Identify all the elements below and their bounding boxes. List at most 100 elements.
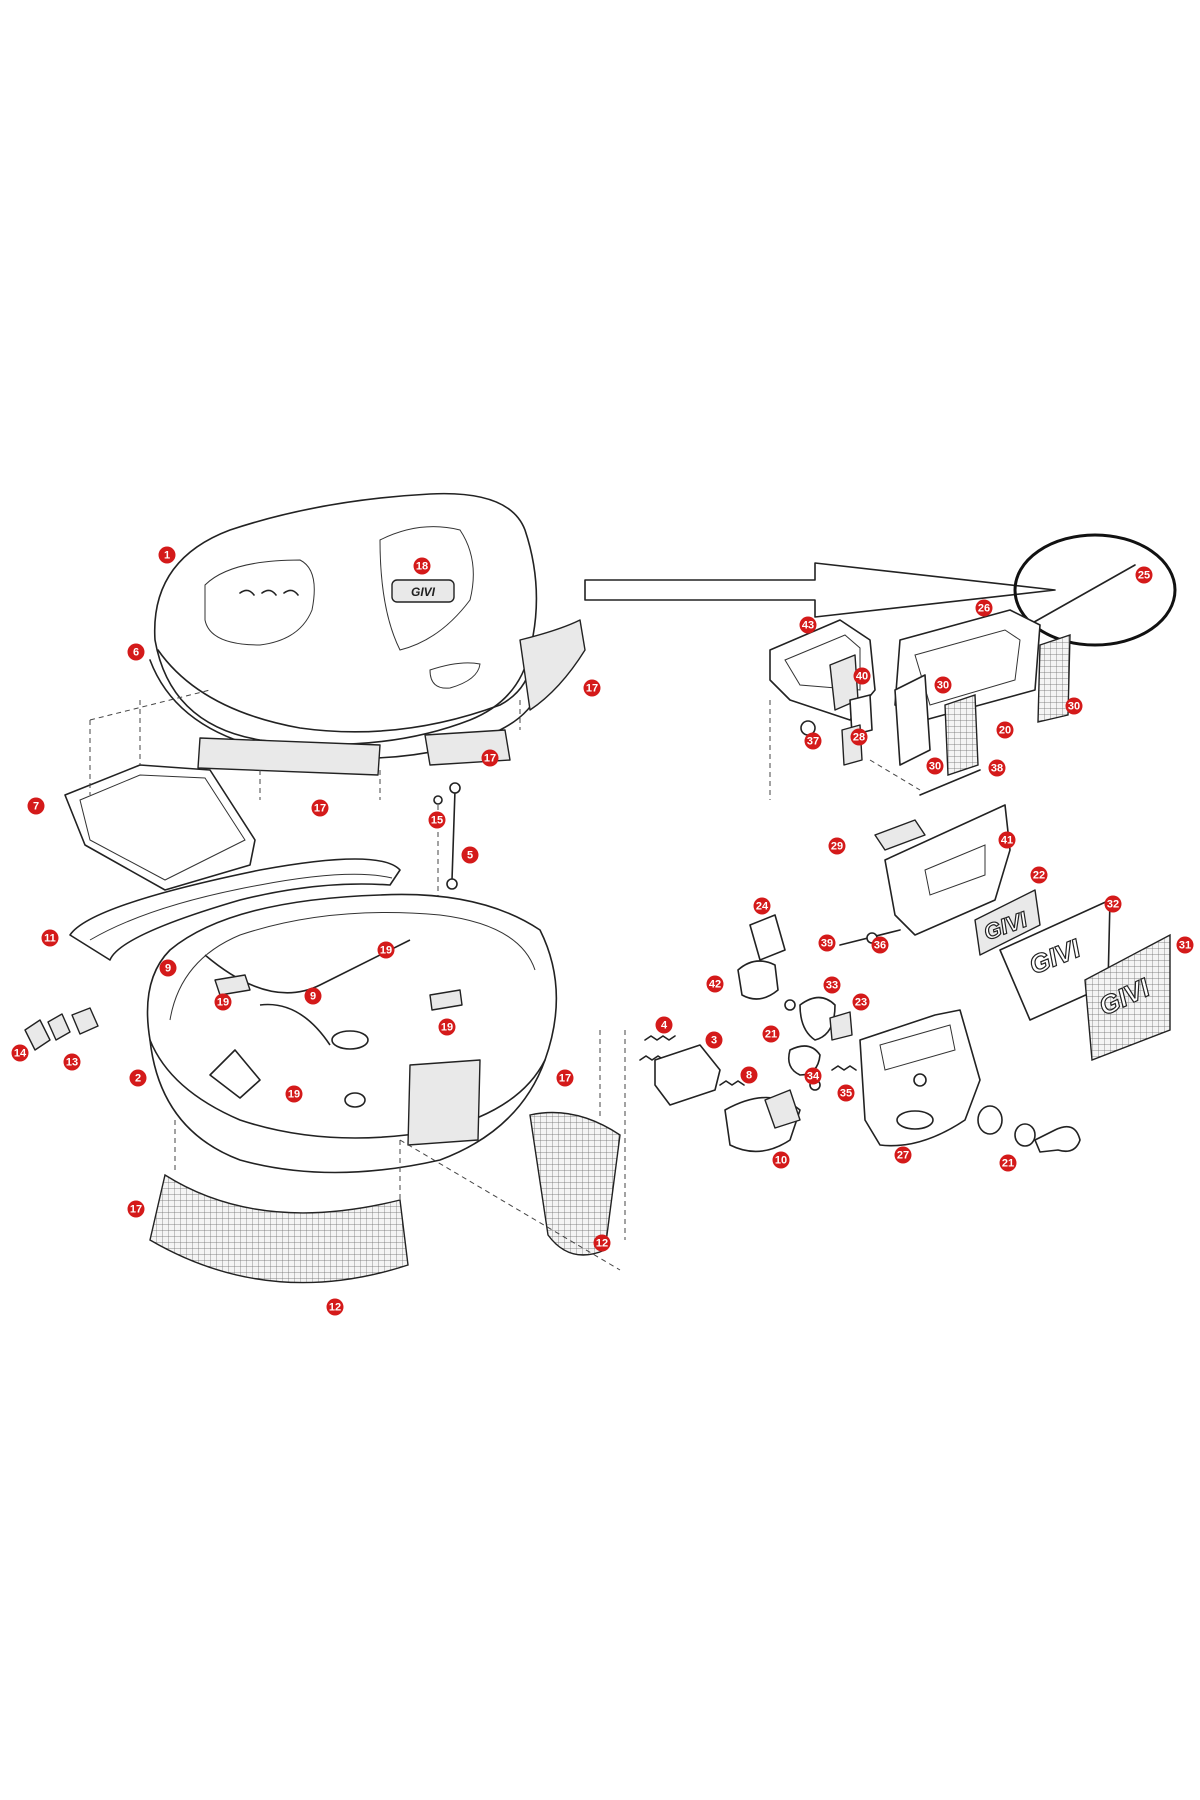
callout-badge bbox=[428, 811, 446, 829]
callout-badge bbox=[377, 941, 395, 959]
callout-number: 41 bbox=[1001, 835, 1013, 847]
callout-29: 29 bbox=[828, 837, 846, 855]
callout-number: 37 bbox=[807, 736, 819, 748]
lid-logo-text: GIVI bbox=[411, 585, 436, 599]
latch-springs bbox=[624, 1030, 676, 1240]
callout-badge bbox=[818, 934, 836, 952]
lid-cable bbox=[433, 782, 461, 900]
callout-33: 33 bbox=[823, 976, 841, 994]
lock-cam bbox=[784, 996, 836, 1041]
callout-30: 30 bbox=[1065, 697, 1083, 715]
callout-badge bbox=[926, 757, 944, 775]
callout-badge bbox=[583, 679, 601, 697]
callout-badge bbox=[823, 976, 841, 994]
callout-20: 20 bbox=[996, 721, 1014, 739]
callout-34: 34 bbox=[804, 1067, 822, 1085]
latch-cover bbox=[884, 804, 1011, 936]
callout-badge bbox=[804, 732, 822, 750]
callout-badge bbox=[63, 1053, 81, 1071]
callout-badge bbox=[214, 993, 232, 1011]
callout-badge bbox=[975, 599, 993, 617]
callout-number: 12 bbox=[596, 1238, 608, 1250]
callout-number: 31 bbox=[1179, 940, 1191, 952]
callout-badge bbox=[740, 1066, 758, 1084]
callout-number: 28 bbox=[853, 732, 865, 744]
callout-badge bbox=[438, 1018, 456, 1036]
callout-badge bbox=[326, 1298, 344, 1316]
inner-tray bbox=[64, 689, 256, 891]
callout-number: 29 bbox=[831, 841, 843, 853]
callout-badge bbox=[706, 975, 724, 993]
callout-24: 24 bbox=[753, 897, 771, 915]
pin-39-36 bbox=[839, 929, 901, 946]
callout-number: 40 bbox=[856, 671, 868, 683]
callout-badge bbox=[127, 1200, 145, 1218]
callout-7: 7 bbox=[27, 797, 45, 815]
callout-number: 30 bbox=[937, 680, 949, 692]
callout-badge bbox=[1104, 895, 1122, 913]
callout-number: 19 bbox=[441, 1022, 453, 1034]
callout-39: 39 bbox=[818, 934, 836, 952]
callout-number: 19 bbox=[380, 945, 392, 957]
callout-number: 5 bbox=[467, 850, 473, 862]
lock-cylinder bbox=[977, 1105, 1036, 1147]
callout-42: 42 bbox=[706, 975, 724, 993]
callout-number: 26 bbox=[978, 603, 990, 615]
callout-15: 15 bbox=[428, 811, 446, 829]
callout-badge bbox=[1135, 566, 1153, 584]
callout-badge bbox=[159, 959, 177, 977]
callout-19: 19 bbox=[214, 993, 232, 1011]
callout-number: 12 bbox=[329, 1302, 341, 1314]
mesh-logo-plate: GIVI bbox=[1084, 933, 1171, 1061]
callout-badge bbox=[828, 837, 846, 855]
small-clips bbox=[24, 1007, 99, 1051]
callout-badge bbox=[461, 846, 479, 864]
lock-ring bbox=[737, 960, 779, 1000]
callout-9: 9 bbox=[304, 987, 322, 1005]
callout-number: 11 bbox=[44, 933, 56, 945]
callout-17: 17 bbox=[583, 679, 601, 697]
callout-number: 22 bbox=[1033, 870, 1045, 882]
callout-number: 21 bbox=[1002, 1158, 1014, 1170]
base-reflector-front bbox=[149, 1030, 621, 1284]
callout-14: 14 bbox=[11, 1044, 29, 1062]
callout-number: 27 bbox=[897, 1150, 909, 1162]
callout-5: 5 bbox=[461, 846, 479, 864]
callout-21: 21 bbox=[762, 1025, 780, 1043]
callout-badge bbox=[655, 1016, 673, 1034]
callout-number: 23 bbox=[855, 997, 867, 1009]
callout-11: 11 bbox=[41, 929, 59, 947]
callout-36: 36 bbox=[871, 936, 889, 954]
callout-26: 26 bbox=[975, 599, 993, 617]
callout-number: 9 bbox=[310, 991, 316, 1003]
callout-badge bbox=[850, 728, 868, 746]
callout-badge bbox=[762, 1025, 780, 1043]
callout-badge bbox=[894, 1146, 912, 1164]
callout-badge bbox=[753, 897, 771, 915]
latch-spring-8 bbox=[719, 1080, 745, 1086]
callout-number: 43 bbox=[802, 620, 814, 632]
callout-badge bbox=[853, 667, 871, 685]
callout-badge bbox=[285, 1085, 303, 1103]
callout-30: 30 bbox=[926, 757, 944, 775]
callout-27: 27 bbox=[894, 1146, 912, 1164]
callout-31: 31 bbox=[1176, 936, 1194, 954]
callout-13: 13 bbox=[63, 1053, 81, 1071]
callout-number: 30 bbox=[929, 761, 941, 773]
callout-number: 34 bbox=[807, 1071, 820, 1083]
callout-10: 10 bbox=[772, 1151, 790, 1169]
callout-25: 25 bbox=[1135, 566, 1153, 584]
callout-badge bbox=[304, 987, 322, 1005]
callout-21: 21 bbox=[999, 1154, 1017, 1172]
callout-30: 30 bbox=[934, 676, 952, 694]
callout-number: 42 bbox=[709, 979, 721, 991]
lid: GIVI bbox=[153, 492, 538, 746]
callout-38: 38 bbox=[988, 759, 1006, 777]
callout-badge bbox=[705, 1031, 723, 1049]
callout-37: 37 bbox=[804, 732, 822, 750]
callout-19: 19 bbox=[377, 941, 395, 959]
callout-4: 4 bbox=[655, 1016, 673, 1034]
callout-number: 24 bbox=[756, 901, 769, 913]
callout-9: 9 bbox=[159, 959, 177, 977]
